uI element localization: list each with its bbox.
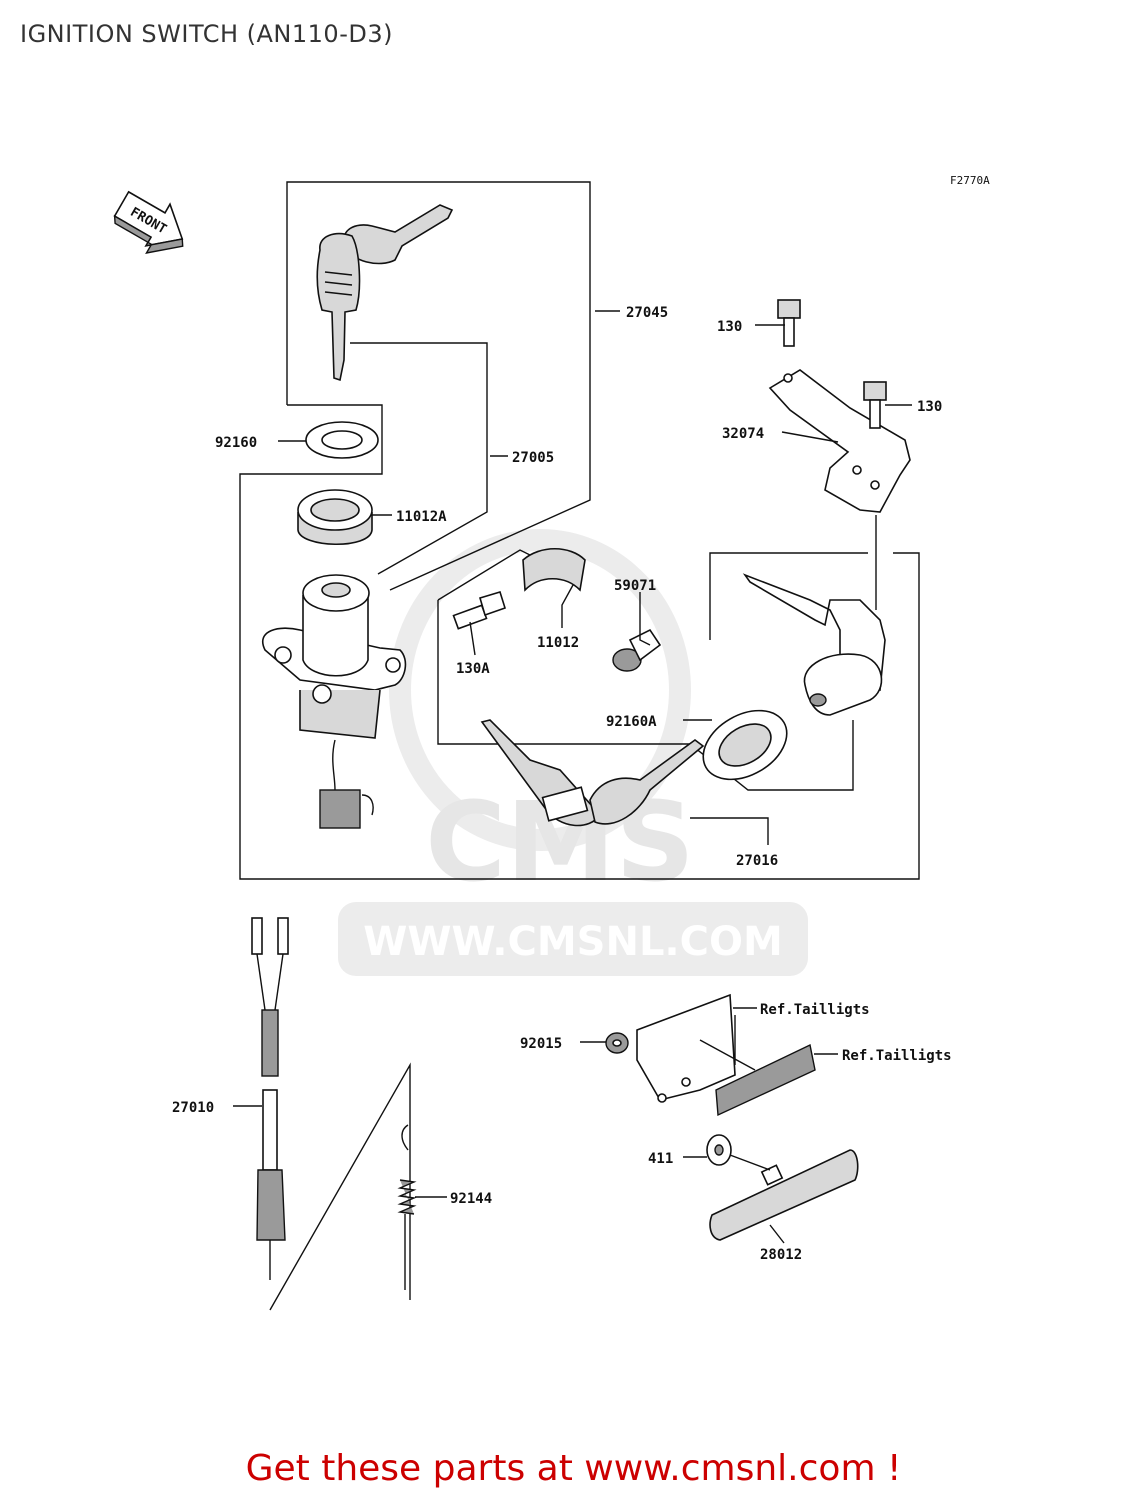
label-27016: 27016 bbox=[736, 853, 778, 869]
label-130A: 130A bbox=[456, 661, 490, 677]
ring-92160A-icon bbox=[702, 709, 788, 781]
seat-lock-27016-icon bbox=[742, 573, 886, 716]
label-32074: 32074 bbox=[722, 426, 764, 442]
label-ref-taillight-2: Ref.Tailligts bbox=[842, 1048, 952, 1064]
page-title: IGNITION SWITCH (AN110-D3) bbox=[20, 20, 393, 48]
cap-11012A-icon bbox=[297, 489, 373, 545]
label-27010: 27010 bbox=[172, 1100, 214, 1116]
label-ref-taillight-1: Ref.Tailligts bbox=[760, 1002, 870, 1018]
label-11012A: 11012A bbox=[396, 509, 447, 525]
watermark-url: WWW.CMSNL.COM bbox=[363, 919, 783, 965]
spring-92144-icon bbox=[397, 1124, 417, 1290]
outline-27005 bbox=[350, 342, 488, 575]
label-92160A: 92160A bbox=[606, 714, 657, 730]
nut-92015-icon bbox=[605, 1032, 629, 1054]
cable-27010-icon bbox=[251, 917, 411, 1311]
key-pair-top-icon bbox=[316, 204, 454, 382]
ignition-switch-body-icon bbox=[262, 574, 407, 829]
figure-code: F2770A bbox=[950, 174, 990, 187]
label-28012: 28012 bbox=[760, 1247, 802, 1263]
key-pair-bottom-icon bbox=[480, 719, 705, 827]
outline-right bbox=[709, 552, 868, 640]
bolt-130-right-icon bbox=[863, 381, 887, 429]
front-arrow-icon: FRONT bbox=[113, 190, 184, 254]
bolt-130-top-icon bbox=[777, 299, 801, 347]
bolt-130A-icon bbox=[452, 591, 506, 630]
label-92160: 92160 bbox=[215, 435, 257, 451]
outline-27016 bbox=[437, 600, 854, 791]
outline-27045 bbox=[286, 181, 591, 591]
outline-assembly bbox=[239, 404, 920, 880]
seal-59071-icon bbox=[612, 628, 662, 672]
label-27045: 27045 bbox=[626, 305, 668, 321]
label-92144: 92144 bbox=[450, 1191, 492, 1207]
label-411: 411 bbox=[648, 1151, 673, 1167]
label-27005: 27005 bbox=[512, 450, 554, 466]
reflector-28012-icon bbox=[709, 1149, 859, 1241]
label-92015: 92015 bbox=[520, 1036, 562, 1052]
taillight-bracket-icon bbox=[636, 993, 816, 1117]
footer-link[interactable]: Get these parts at www.cmsnl.com ! bbox=[245, 1448, 902, 1489]
label-130-top: 130 bbox=[717, 319, 742, 335]
washer-411-icon bbox=[706, 1134, 732, 1166]
clip-11012-icon bbox=[522, 548, 586, 592]
label-130-right: 130 bbox=[917, 399, 942, 415]
label-11012: 11012 bbox=[537, 635, 579, 651]
label-59071: 59071 bbox=[614, 578, 656, 594]
washer-92160-icon bbox=[305, 421, 379, 459]
bracket-32074-icon bbox=[768, 369, 911, 513]
